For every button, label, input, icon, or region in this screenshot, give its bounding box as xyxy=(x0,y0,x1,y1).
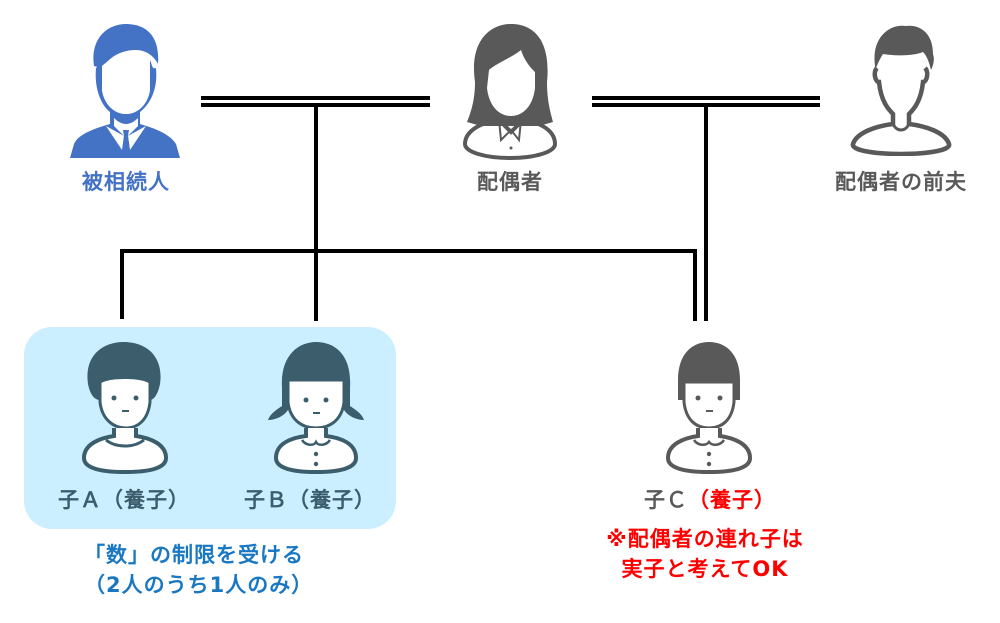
descent-line-second-marriage xyxy=(704,107,708,321)
child-b-label: 子Ｂ（養子） xyxy=(244,488,376,512)
spouse-ex-label: 配偶者の前夫 xyxy=(835,170,967,194)
child-icon xyxy=(665,342,753,475)
child-c-note: ※配偶者の連れ子は 実子と考えてOK xyxy=(590,524,820,584)
child-c-adopted-tag: （養子） xyxy=(688,488,776,512)
boy-icon xyxy=(81,342,169,475)
woman-icon xyxy=(462,24,558,160)
man-icon xyxy=(850,25,952,156)
descent-line-first-marriage xyxy=(314,107,318,321)
child-c-name: 子Ｃ xyxy=(644,488,688,512)
child-c-label: 子Ｃ（養子） xyxy=(610,484,810,514)
line-to-child-a xyxy=(120,249,124,319)
child-c-note-line1: ※配偶者の連れ子は xyxy=(606,527,804,551)
group-note-line2: （2人のうち1人のみ） xyxy=(84,573,314,597)
child-a-label: 子Ａ（養子） xyxy=(58,488,190,512)
spouse-label: 配偶者 xyxy=(477,170,543,194)
line-to-child-c-adoption xyxy=(693,249,697,321)
child-c-note-line2: 実子と考えてOK xyxy=(621,557,789,581)
group-note-line1: 「数」の制限を受ける xyxy=(84,543,304,567)
girl-icon xyxy=(268,342,364,475)
sibling-bar xyxy=(120,249,697,253)
group-restriction-note: 「数」の制限を受ける （2人のうち1人のみ） xyxy=(84,540,354,600)
decedent-label: 被相続人 xyxy=(82,170,170,194)
marriage-line-spouse-ex xyxy=(592,96,820,107)
marriage-line-decedent-spouse xyxy=(201,96,430,107)
businessman-icon xyxy=(70,24,180,158)
